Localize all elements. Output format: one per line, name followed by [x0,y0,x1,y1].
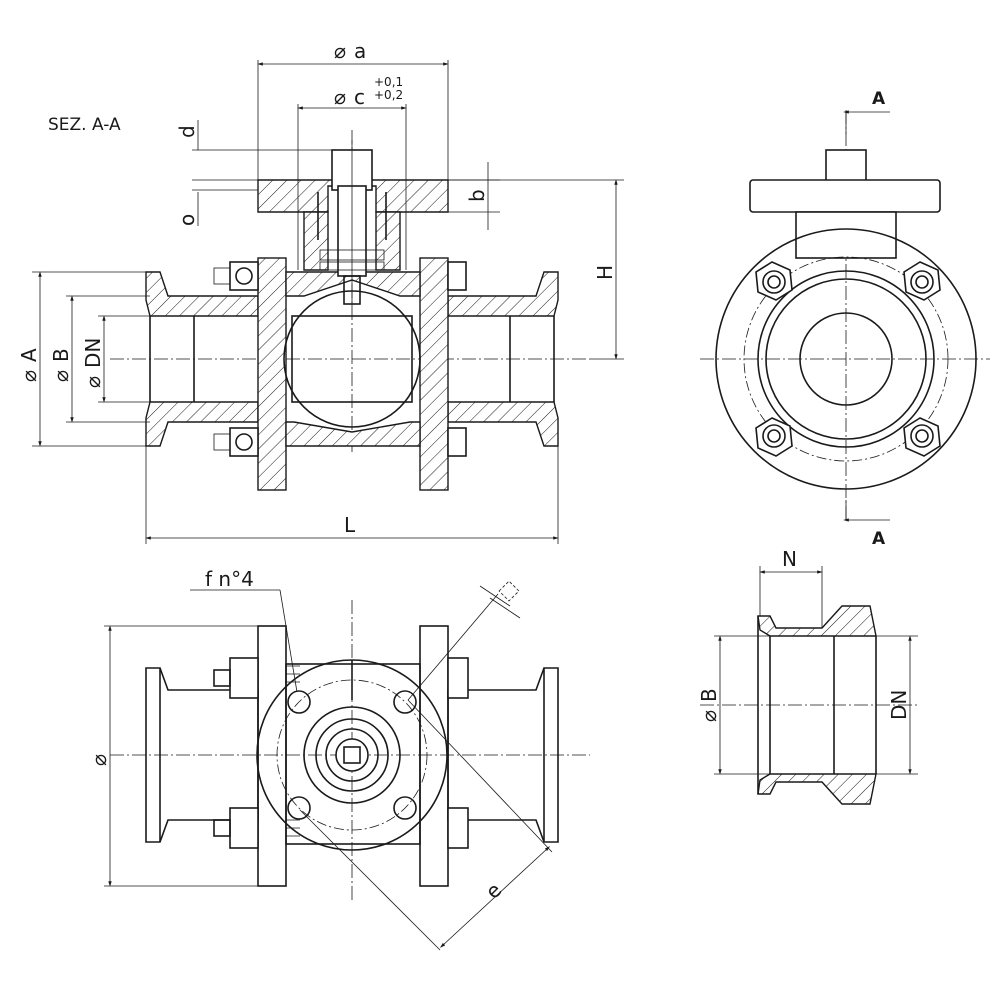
bolt-head-tr [903,261,941,301]
side-view: A A [700,89,990,549]
tolerance-upper: +0,1 [374,75,403,89]
section-title: SEZ. A-A [48,115,121,135]
detail-DN: DN [887,690,911,720]
dim-b: b [465,189,489,202]
dim-dia-a: a [354,39,366,63]
bolt-head-br [903,417,941,457]
dim-d: d [175,125,199,138]
detail-dia-B: B [697,688,721,702]
dim-N: N [782,547,797,571]
top-view: f n°4 ⌀ e [87,567,590,951]
dim-dia-A: A [17,348,41,362]
ferrule-detail: N ⌀ B DN [697,547,920,805]
detail-dia-B-symbol: ⌀ [697,710,721,722]
dim-o: o [175,214,199,226]
dim-dia-bottom-symbol: ⌀ [87,754,111,766]
dim-dia-DN: DN [81,338,105,368]
dim-dia-B-symbol: ⌀ [49,370,73,382]
section-mark-bottom: A [872,529,886,549]
dim-dia-c-symbol: ⌀ [334,85,346,109]
dim-dia-B: B [49,348,73,362]
dim-holes: f n°4 [205,567,254,591]
dim-H: H [593,265,617,280]
dim-L: L [344,513,356,537]
section-view: SEZ. A-A [17,39,624,544]
dim-dia-c: c [354,85,365,109]
top-pad-section [257,140,449,306]
dim-dia-A-symbol: ⌀ [17,370,41,382]
dim-dia-a-symbol: ⌀ [334,39,346,63]
tolerance-lower: +0,2 [374,88,403,102]
dim-dia-DN-symbol: ⌀ [81,376,105,388]
section-mark-top: A [872,89,886,109]
dimensions-section: ⌀ a ⌀ c +0,1 +0,2 d o b [17,39,624,544]
bolt-head-bl [755,417,793,457]
bolt-head-tl [755,261,793,301]
